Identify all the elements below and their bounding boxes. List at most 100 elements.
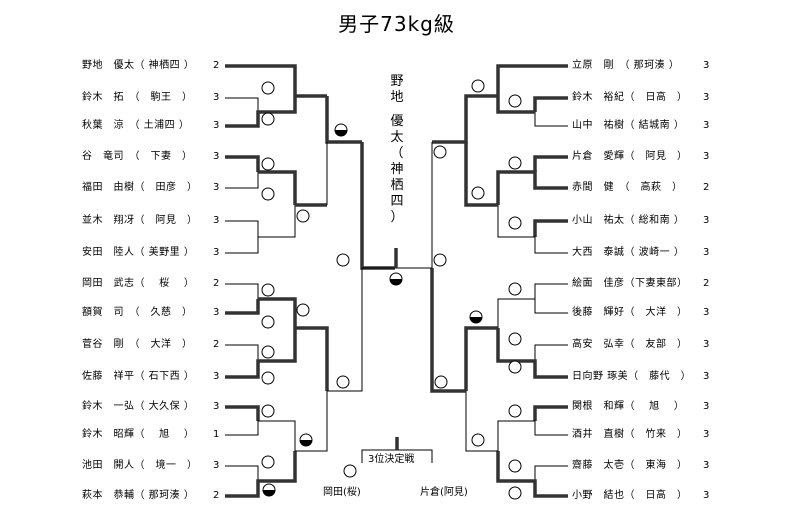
win-circle-icon <box>261 112 275 126</box>
left-entry-name: 鈴木 一弘（ 大久保 ） <box>82 401 195 412</box>
right-entry-name: 山中 祐樹（ 結城南 ） <box>572 120 685 131</box>
champion-char: 優 <box>390 114 404 129</box>
third-place-right: 片倉(阿見) <box>420 487 468 498</box>
bracket-line <box>258 170 297 205</box>
right-entry-score: 3 <box>703 92 710 103</box>
bracket-line <box>225 451 297 498</box>
win-circle-icon <box>343 464 357 478</box>
win-circle-icon <box>508 459 522 473</box>
champion-char: 神 <box>390 162 404 177</box>
right-entry-score: 3 <box>703 401 710 412</box>
left-entry-score: 3 <box>213 182 220 193</box>
left-entry-score: 3 <box>213 460 220 471</box>
bracket-line <box>534 112 568 127</box>
right-entry-name: 小野 結也（ 日高 ） <box>572 490 688 501</box>
win-circle-icon <box>508 94 522 108</box>
bracket-line <box>497 298 568 328</box>
bracket-line <box>225 420 296 451</box>
champion-label: 野 地 優 太 （ 神 栖 四 ） <box>388 74 406 226</box>
bracket-line <box>497 420 568 451</box>
bracket-line <box>534 283 568 299</box>
bracket-line <box>225 299 260 315</box>
win-circle-icon <box>261 187 275 201</box>
left-entry-score: 2 <box>213 339 220 350</box>
right-entry-name: 片倉 愛輝（ 阿見 ） <box>572 151 688 162</box>
left-entry-score: 2 <box>213 490 220 501</box>
left-entry-name: 野地 優太（ 神栖四 ） <box>82 60 195 71</box>
left-entry-score: 1 <box>213 429 220 440</box>
left-entry-name: 鈴木 昭輝（ 旭 ） <box>82 429 195 440</box>
left-entry-name: 佐藤 祥平（ 石下西 ） <box>82 371 195 382</box>
bracket-line <box>496 451 568 498</box>
right-entry-name: 日向野 琢美（ 藤代 ） <box>572 371 692 382</box>
win-circle-icon <box>336 253 350 267</box>
champion-char: 地 <box>390 90 404 105</box>
win-circle-icon <box>471 79 485 93</box>
champion-char: 栖 <box>390 178 404 193</box>
bracket-line <box>225 64 297 82</box>
right-entry-score: 3 <box>703 490 710 501</box>
right-entry-score: 2 <box>703 278 710 289</box>
bracket-line <box>534 344 568 361</box>
bracket-line <box>496 64 568 82</box>
win-circle-icon <box>433 145 447 159</box>
champion-char: 太 <box>390 130 404 145</box>
bracket-line <box>225 220 259 237</box>
right-entry-score: 3 <box>703 247 710 258</box>
left-entry-score: 3 <box>213 247 220 258</box>
win-circle-icon <box>508 332 522 346</box>
half-filled-circle-icon <box>300 440 312 446</box>
right-entry-name: 赤間 健 （ 高萩 ） <box>572 182 683 193</box>
win-circle-icon <box>508 216 522 230</box>
bracket-line <box>225 82 297 128</box>
right-entry-score: 3 <box>703 307 710 318</box>
bracket-line <box>225 97 259 112</box>
left-entry-name: 菅谷 剛 （ 大洋 ） <box>82 339 193 350</box>
right-entry-score: 3 <box>703 60 710 71</box>
bracket-line <box>295 326 329 391</box>
win-circle-icon <box>471 186 485 200</box>
win-circle-icon <box>471 433 485 447</box>
bracket-line <box>497 205 568 254</box>
win-circle-icon <box>261 283 275 297</box>
bracket-line <box>464 326 498 391</box>
win-circle-icon <box>508 404 522 418</box>
bracket-line <box>533 155 568 172</box>
bracket-line <box>225 465 259 481</box>
left-entry-score: 3 <box>213 307 220 318</box>
right-entry-name: 立原 剛 （ 那珂湊 ） <box>572 60 680 71</box>
champion-char: ） <box>390 210 404 225</box>
half-filled-circle-icon <box>263 490 275 496</box>
win-circle-icon <box>261 404 275 418</box>
half-filled-circle-icon <box>470 317 482 323</box>
left-entry-score: 3 <box>213 371 220 382</box>
bracket-line <box>225 172 259 189</box>
bracket-line <box>496 82 535 114</box>
win-circle-icon <box>261 315 275 329</box>
bracket-line <box>465 391 498 452</box>
bracket-line <box>534 465 568 481</box>
right-entry-score: 3 <box>703 429 710 440</box>
right-entry-name: 酒井 直樹（ 竹来 ） <box>572 429 688 440</box>
bracket-line <box>225 328 297 379</box>
right-entry-name: 鈴木 裕紀（ 日高 ） <box>572 92 688 103</box>
champion-char: （ <box>390 146 404 161</box>
left-entry-score: 2 <box>213 60 220 71</box>
right-entry-name: 高安 弘幸（ 友部 ） <box>572 339 688 350</box>
champion-char <box>388 106 406 114</box>
bracket-line <box>533 96 568 112</box>
left-entry-score: 3 <box>213 120 220 131</box>
left-entry-name: 秋葉 涼 （ 土浦四 ） <box>82 120 190 131</box>
left-entry-score: 3 <box>213 401 220 412</box>
win-circle-icon <box>296 303 310 317</box>
bracket-line <box>225 205 296 254</box>
win-circle-icon <box>261 455 275 469</box>
win-circle-icon <box>261 81 275 95</box>
left-entry-name: 池田 開人（ 境一 ） <box>82 460 198 471</box>
bracket-line <box>496 328 568 379</box>
left-entry-score: 3 <box>213 92 220 103</box>
right-entry-score: 3 <box>703 339 710 350</box>
right-entry-score: 2 <box>703 182 710 193</box>
right-entry-name: 小山 祐太（ 総和南 ） <box>572 215 685 226</box>
third-place-label: 3位決定戦 <box>368 454 415 465</box>
